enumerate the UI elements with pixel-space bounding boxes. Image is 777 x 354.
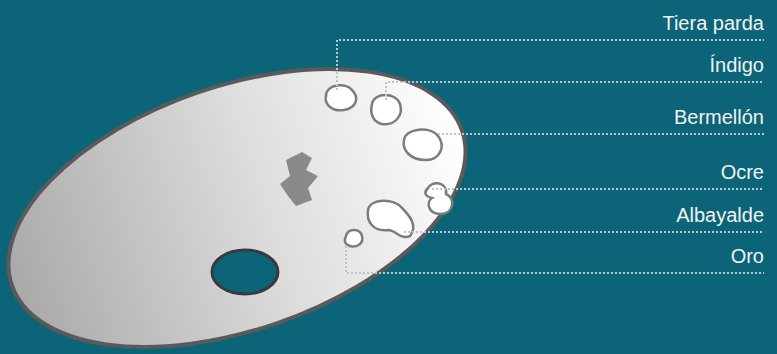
- leader-lines: [337, 40, 764, 273]
- thumb-hole: [212, 250, 278, 294]
- paint-blobs: [326, 85, 453, 246]
- color-label: Tiera parda: [662, 11, 764, 35]
- color-label: Índigo: [710, 53, 765, 77]
- leader-line: [432, 188, 764, 190]
- leader-line: [438, 133, 764, 135]
- paint-blob: [425, 183, 452, 214]
- leader-line: [346, 246, 764, 273]
- paint-smudge: [280, 152, 318, 206]
- paint-blob: [368, 201, 414, 237]
- color-label: Albayalde: [676, 203, 764, 227]
- palette: [0, 15, 502, 354]
- leader-line: [404, 231, 764, 233]
- color-label: Bermellón: [674, 105, 764, 129]
- paint-blob: [404, 130, 442, 160]
- color-label: Ocre: [721, 160, 764, 184]
- paint-blob: [326, 85, 356, 110]
- color-label: Oro: [731, 244, 764, 268]
- leader-line: [386, 82, 764, 100]
- palette-board: [0, 15, 502, 354]
- paint-blob: [345, 230, 363, 247]
